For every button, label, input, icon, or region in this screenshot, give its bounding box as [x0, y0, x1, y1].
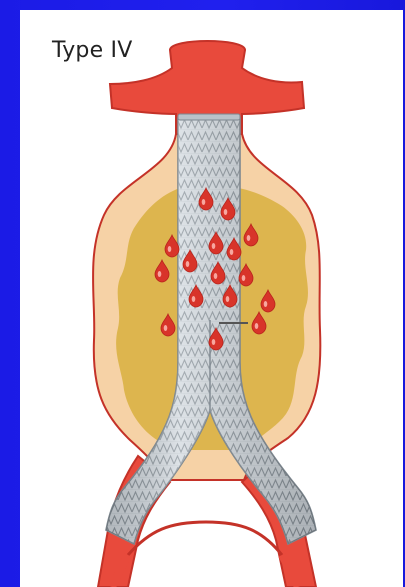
illustration-panel: Type IV — [20, 10, 403, 587]
aneurysm-illustration — [20, 10, 403, 587]
